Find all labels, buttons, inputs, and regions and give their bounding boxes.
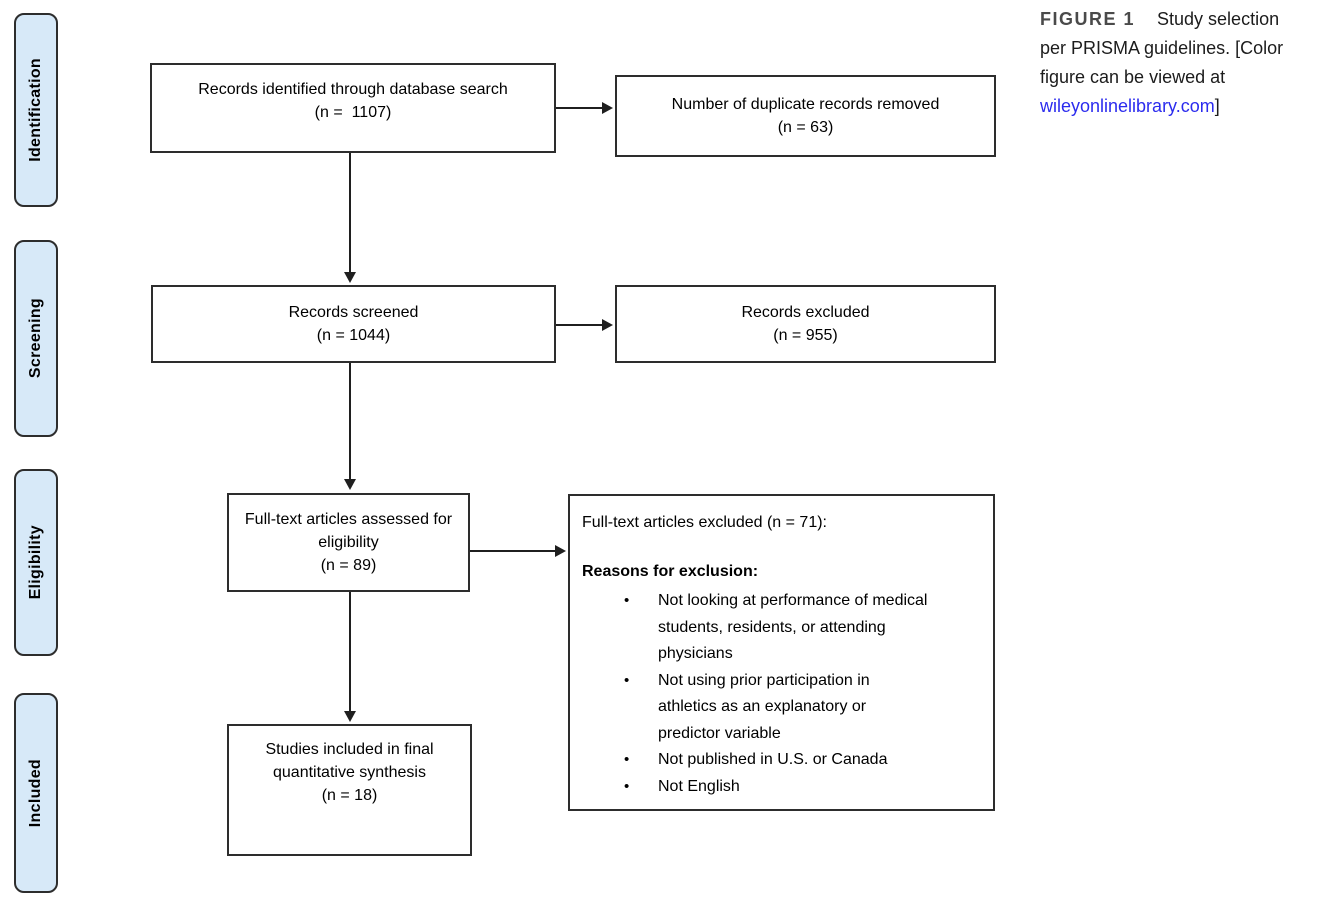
stage-label-identification-text: Identification: [27, 58, 44, 162]
studies-included-title: Studies included in final quantitative s…: [265, 741, 434, 781]
fulltext-assessed-count: (n = 89): [320, 557, 377, 574]
caption-closing-bracket: ]: [1214, 96, 1220, 116]
stage-label-screening-text: Screening: [27, 298, 44, 379]
exclusion-reasons-list: Not looking at performance of medical st…: [582, 588, 979, 800]
fulltext-assessed-title: Full-text articles assessed for eligibil…: [244, 511, 453, 551]
records-screened-count: (n = 1044): [316, 327, 391, 344]
flow-box-records-identified: Records identified through database sear…: [150, 63, 556, 153]
exclusion-reason-item: Not using prior participation in athleti…: [622, 668, 930, 748]
caption-line-1: FIGURE 1 Study selection: [1040, 5, 1339, 34]
arrow-identified-to-duplicates-head: [602, 102, 613, 114]
caption-line-2: per PRISMA guidelines. [Color: [1040, 38, 1284, 58]
flow-box-records-excluded: Records excluded (n = 955): [615, 285, 996, 363]
arrow-screened-to-excluded-line: [556, 324, 603, 326]
records-excluded-title: Records excluded: [741, 304, 870, 321]
arrow-screened-to-fulltext-line: [349, 363, 351, 480]
duplicates-removed-count: (n = 63): [777, 119, 834, 136]
arrow-identified-to-duplicates-line: [556, 107, 603, 109]
caption-title-text: Study selection: [1157, 9, 1280, 29]
fulltext-excluded-title: Full-text articles excluded (n = 71):: [582, 514, 827, 531]
caption-line-4: wileyonlinelibrary.com]: [1040, 92, 1339, 121]
flow-box-records-screened: Records screened (n = 1044): [151, 285, 556, 363]
records-screened-title: Records screened: [288, 304, 419, 321]
arrow-screened-to-fulltext-head: [344, 479, 356, 490]
arrow-fulltext-to-exclusions-head: [555, 545, 566, 557]
arrow-fulltext-to-included-head: [344, 711, 356, 722]
stage-label-eligibility: Eligibility: [14, 469, 58, 656]
reasons-for-exclusion-heading: Reasons for exclusion:: [582, 563, 759, 580]
arrow-identified-to-screened-head: [344, 272, 356, 283]
records-identified-count: (n = 1107): [314, 104, 392, 121]
arrow-fulltext-to-exclusions-line: [470, 550, 556, 552]
arrow-fulltext-to-included-line: [349, 592, 351, 712]
studies-included-count: (n = 18): [321, 787, 378, 804]
records-excluded-count: (n = 955): [773, 327, 838, 344]
stage-label-included-text: Included: [27, 758, 44, 828]
stage-label-identification: Identification: [14, 13, 58, 207]
caption-line-3: figure can be viewed at: [1040, 67, 1226, 87]
flow-box-studies-included: Studies included in final quantitative s…: [227, 724, 472, 856]
arrow-identified-to-screened-line: [349, 153, 351, 273]
arrow-screened-to-excluded-head: [602, 319, 613, 331]
flow-box-fulltext-assessed: Full-text articles assessed for eligibil…: [227, 493, 470, 592]
duplicates-removed-title: Number of duplicate records removed: [671, 96, 940, 113]
stage-label-screening: Screening: [14, 240, 58, 437]
exclusion-reason-item: Not looking at performance of medical st…: [622, 588, 930, 668]
figure-caption: FIGURE 1 Study selection per PRISMA guide…: [1040, 5, 1339, 121]
figure-number-label: FIGURE 1: [1040, 9, 1136, 29]
exclusion-reason-item: Not English: [622, 774, 930, 801]
flow-box-duplicates-removed: Number of duplicate records removed (n =…: [615, 75, 996, 157]
stage-label-eligibility-text: Eligibility: [27, 525, 44, 600]
records-identified-title: Records identified through database sear…: [198, 81, 508, 98]
stage-label-included: Included: [14, 693, 58, 893]
flow-box-fulltext-excluded: Full-text articles excluded (n = 71): Re…: [568, 494, 995, 811]
exclusion-reason-item: Not published in U.S. or Canada: [622, 747, 930, 774]
wileyonlinelibrary-link[interactable]: wileyonlinelibrary.com: [1040, 96, 1215, 116]
